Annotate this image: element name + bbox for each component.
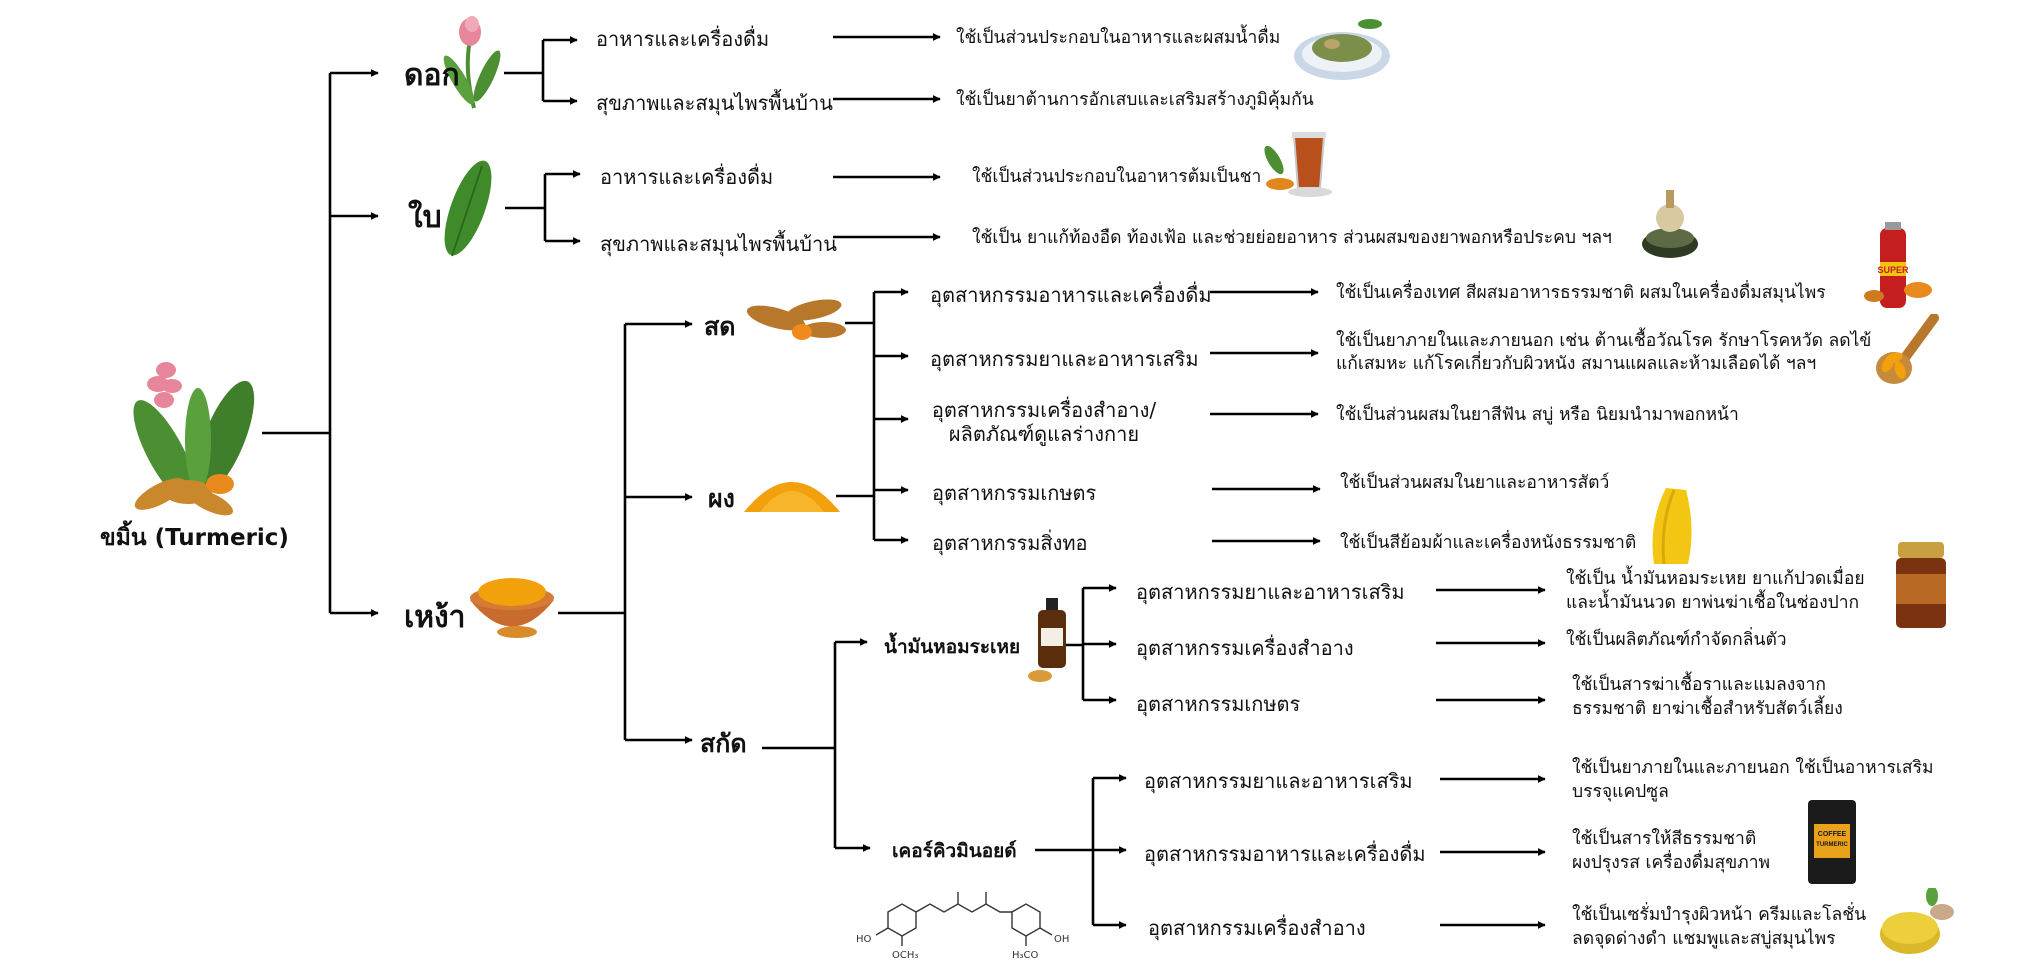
use-pharma-line2: แก้เสมหะ แก้โรคเกี่ยวกับผิวหนัง สมานแผลแ…: [1336, 354, 1817, 374]
turmeric-rhizome-bowl-image: [470, 578, 554, 638]
flower-category-food: อาหารและเครื่องดื่ม: [596, 27, 770, 51]
leaf-category-health: สุขภาพและสมุนไพรพื้นบ้าน: [600, 232, 837, 256]
use-cosmetics: ใช้เป็นส่วนผสมในยาสีฟัน สบู่ หรือ นิยมนำ…: [1336, 405, 1739, 425]
industry-agriculture: อุตสาหกรรมเกษตร: [932, 481, 1097, 505]
curcuminoid-use-food-line2: ผงปรุงรส เครื่องดื่มสุขภาพ: [1572, 853, 1771, 873]
industry-cosmetics-line2: ผลิตภัณฑ์ดูแลร่างกาย: [948, 422, 1140, 446]
oil-industry-pharma: อุตสาหกรรมยาและอาหารเสริม: [1136, 580, 1405, 604]
structure-label-och3: OCH₃: [892, 950, 918, 961]
oil-industry-cosmetics: อุตสาหกรรมเครื่องสำอาง: [1136, 636, 1354, 660]
root-label: ขมิ้น (Turmeric): [100, 525, 289, 551]
curcuminoid-use-pharma-line1: ใช้เป็นยาภายในและภายนอก ใช้เป็นอาหารเสริ…: [1572, 758, 1934, 778]
flower-use-health: ใช้เป็นยาต้านการอักเสบและเสริมสร้างภูมิค…: [956, 90, 1314, 110]
fresh-turmeric-image: [746, 299, 846, 340]
turmeric-drink-can-image: SUPER: [1864, 222, 1932, 308]
turmeric-fabric-image: [1652, 488, 1692, 565]
food-dish-image: [1294, 19, 1390, 80]
pack-label-turmeric: TURMERIC: [1816, 842, 1848, 848]
form-extract-label: สกัด: [700, 729, 747, 758]
leaf-use-health: ใช้เป็น ยาแก้ท้องอืด ท้องเฟ้อ และช่วยย่อ…: [972, 228, 1612, 248]
essential-oil-bottle-image: [1028, 598, 1066, 682]
structure-label-h3co: H₃CO: [1012, 950, 1039, 961]
curcumin-structure-image: HO OCH₃ H₃CO OH: [856, 892, 1069, 961]
curcuminoid-use-cosmetics-line2: ลดจุดด่างดำ แชมพูและสบู่สมุนไพร: [1572, 929, 1836, 949]
form-powder-label: ผง: [708, 484, 735, 513]
oil-use-pharma-line2: และน้ำมันนวด ยาพ่นฆ่าเชื้อในช่องปาก: [1566, 593, 1860, 613]
curcuminoid-use-food-line1: ใช้เป็นสารให้สีธรรมชาติ: [1572, 829, 1757, 849]
industry-textile: อุตสาหกรรมสิ่งทอ: [932, 531, 1088, 555]
industry-pharma-supplement: อุตสาหกรรมยาและอาหารเสริม: [930, 347, 1199, 371]
leaf-use-food: ใช้เป็นส่วนประกอบในอาหารต้มเป็นชา: [972, 167, 1262, 187]
oil-use-agriculture-line1: ใช้เป็นสารฆ่าเชื้อราและแมลงจาก: [1572, 675, 1826, 695]
part-leaf-label: ใบ: [408, 200, 442, 235]
turmeric-leaf-image: [444, 160, 492, 257]
part-rhizome-label: เหง้า: [404, 600, 466, 635]
oil-use-agriculture-line2: ธรรมชาติ ยาฆ่าเชื้อสำหรับสัตว์เลี้ยง: [1572, 699, 1843, 719]
essential-oil-label: น้ำมันหอมระเหย: [884, 636, 1021, 658]
curcuminoid-label: เคอร์คิวมินอยด์: [892, 840, 1017, 862]
curcuminoid-industry-cosmetics: อุตสาหกรรมเครื่องสำอาง: [1148, 916, 1366, 940]
pack-label-coffee: COFFEE: [1818, 831, 1847, 838]
curcuminoid-product-pack-image: COFFEE TURMERIC: [1808, 800, 1856, 884]
curcuminoid-industry-pharma: อุตสาหกรรมยาและอาหารเสริม: [1144, 769, 1413, 793]
leaf-category-food: อาหารและเครื่องดื่ม: [600, 165, 774, 189]
herbal-balm-jar-image: [1896, 542, 1946, 628]
use-agriculture: ใช้เป็นส่วนผสมในยาและอาหารสัตว์: [1340, 473, 1610, 493]
flower-use-food: ใช้เป็นส่วนประกอบในอาหารและผสมน้ำดื่ม: [956, 28, 1281, 48]
herbal-compress-image: [1642, 190, 1698, 258]
turmeric-powder-image: [744, 482, 840, 512]
structure-label-ho: HO: [856, 934, 872, 945]
turmeric-plant-image: [133, 362, 255, 516]
part-flower-label: ดอก: [404, 58, 460, 93]
use-food-beverage: ใช้เป็นเครื่องเทศ สีผสมอาหารธรรมชาติ ผสม…: [1336, 283, 1826, 303]
curcuminoid-use-cosmetics-line1: ใช้เป็นเซรั่มบำรุงผิวหน้า ครีมและโลชั่น: [1572, 905, 1867, 925]
curcuminoid-industry-food: อุตสาหกรรมอาหารและเครื่องดื่ม: [1144, 842, 1426, 866]
oil-use-cosmetics: ใช้เป็นผลิตภัณฑ์กำจัดกลิ่นตัว: [1566, 630, 1787, 650]
tea-cup-image: [1264, 132, 1332, 197]
oil-use-pharma-line1: ใช้เป็น น้ำมันหอมระเหย ยาแก้ปวดเมื่อย: [1566, 569, 1865, 589]
turmeric-flower-image: [443, 16, 501, 109]
form-fresh-label: สด: [704, 312, 736, 341]
drink-can-label: SUPER: [1877, 265, 1909, 275]
use-textile: ใช้เป็นสีย้อมผ้าและเครื่องหนังธรรมชาติ: [1340, 533, 1637, 553]
turmeric-capsules-image: [1876, 314, 1939, 384]
use-pharma-line1: ใช้เป็นยาภายในและภายนอก เช่น ต้านเชื้อวั…: [1336, 331, 1872, 351]
turmeric-soap-image: [1880, 888, 1954, 954]
structure-label-oh: OH: [1054, 934, 1069, 945]
industry-cosmetics-line1: อุตสาหกรรมเครื่องสำอาง/: [931, 398, 1157, 422]
industry-food-beverage: อุตสาหกรรมอาหารและเครื่องดื่ม: [930, 283, 1212, 307]
curcuminoid-use-pharma-line2: บรรจุแคปซูล: [1572, 782, 1669, 802]
flower-category-health: สุขภาพและสมุนไพรพื้นบ้าน: [596, 91, 833, 115]
oil-industry-agriculture: อุตสาหกรรมเกษตร: [1136, 692, 1301, 716]
